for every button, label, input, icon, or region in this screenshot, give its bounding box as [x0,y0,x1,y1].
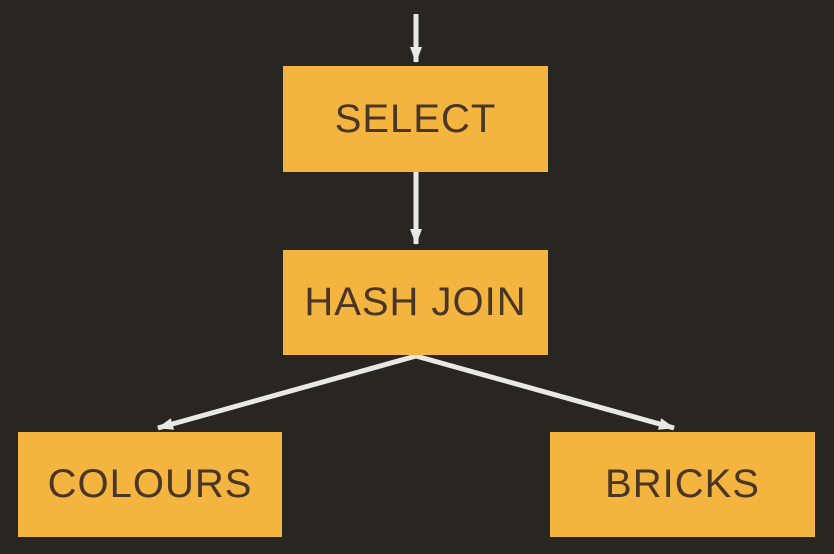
node-bricks-label: BRICKS [605,462,760,506]
node-select-label: SELECT [334,96,497,141]
edge-hash-join-to-bricks [415,353,675,431]
node-hash-join-label: HASH JOIN [304,280,527,324]
node-hash-join: HASH JOIN [283,250,548,355]
node-colours: COLOURS [18,432,282,537]
node-colours-label: COLOURS [47,462,253,506]
node-bricks: BRICKS [550,432,815,537]
node-select: SELECT [283,66,548,172]
edge-hash-join-to-colours [157,353,417,431]
